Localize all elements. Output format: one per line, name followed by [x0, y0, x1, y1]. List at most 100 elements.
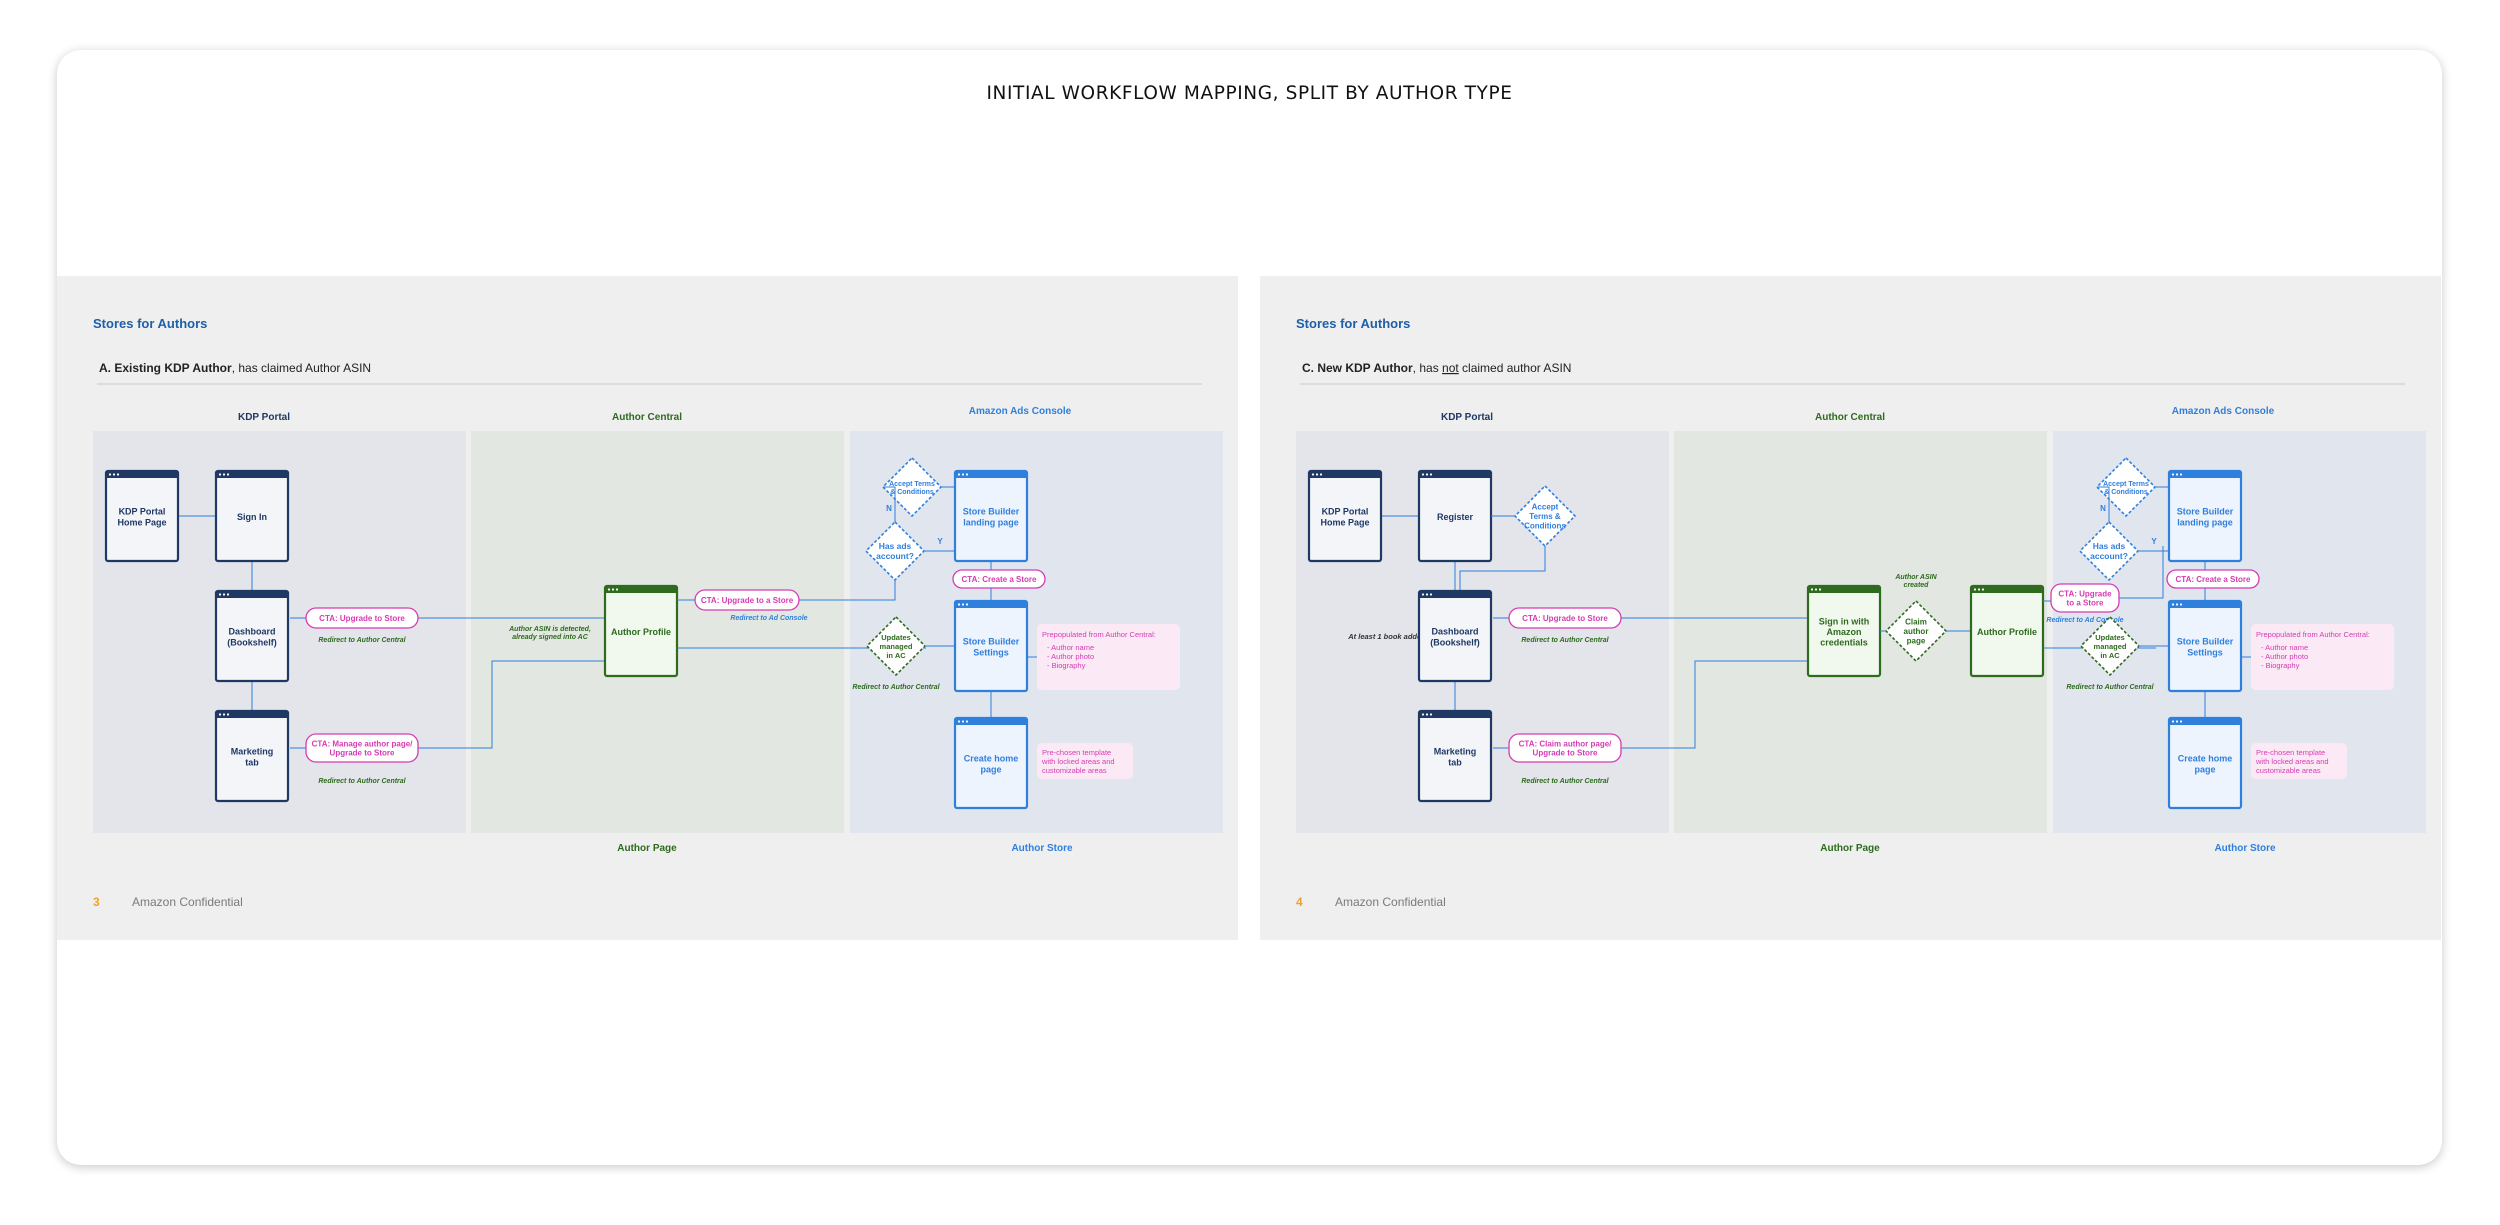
cta-manage-author-page: CTA: Claim author page/Upgrade to Store — [1508, 733, 1622, 763]
cta-manage-author-page-label: CTA: Claim author page/Upgrade to Store — [1519, 739, 1613, 757]
cta-create-a-store-label: CTA: Create a Store — [2176, 575, 2252, 584]
connector — [417, 660, 605, 749]
sign-in-screen-label: Sign In — [237, 512, 267, 522]
lane-ads-title: Amazon Ads Console — [969, 406, 1072, 417]
dashboard-screen-label: Dashboard(Bookshelf) — [1430, 627, 1480, 648]
workflow-diagram: Stores for Authors C. New KDP Author, has… — [1296, 316, 2426, 909]
callout-prepopulated-items: - Author name- Author photo- Biography — [1047, 643, 1094, 670]
note-redirect-ads: Redirect to Ad Console — [2046, 617, 2123, 624]
author-profile-screen: Author Profile — [1969, 584, 2045, 678]
cta-upgrade-to-a-store-label: CTA: Upgrade to a Store — [701, 596, 794, 605]
note-redirect-ac-1: Redirect to Author Central — [318, 637, 406, 644]
dashboard-screen-label: Dashboard(Bookshelf) — [227, 627, 277, 648]
note-book-added: At least 1 book added — [1347, 632, 1426, 641]
callout-prepopulated: Prepopulated from Author Central: - Autho… — [1037, 624, 1180, 690]
sign-in-screen: Sign In — [214, 469, 290, 563]
accept-terms-ads-decision: Accept Terms& Conditions — [881, 456, 943, 518]
cta-create-a-store: CTA: Create a Store — [2166, 569, 2260, 589]
connector — [2097, 486, 2110, 522]
connector — [1620, 660, 1808, 749]
accept-terms-ads-decision-label: Accept Terms& Conditions — [889, 481, 935, 496]
document-card: INITIAL WORKFLOW MAPPING, SPLIT BY AUTHO… — [57, 50, 2442, 1165]
page-title: INITIAL WORKFLOW MAPPING, SPLIT BY AUTHO… — [986, 83, 1513, 104]
cta-upgrade-to-store-label: CTA: Upgrade to Store — [319, 614, 405, 623]
cta-upgrade-to-store: CTA: Upgrade to Store — [305, 607, 419, 629]
slide-subtitle: C. New KDP Author, has not claimed autho… — [1302, 361, 1571, 375]
page-number: 4 — [1296, 895, 1303, 909]
accept-terms-ads-decision: Accept Terms& Conditions — [2095, 456, 2157, 518]
label-no: N — [2100, 504, 2106, 513]
callout-prepopulated-title: Prepopulated from Author Central: — [1042, 630, 1156, 639]
note-redirect-ads: Redirect to Ad Console — [730, 615, 807, 622]
slide-subtitle: A. Existing KDP Author, has claimed Auth… — [99, 361, 371, 375]
register-screen: Register — [1417, 469, 1493, 563]
note-asin-detected: Author ASIN is detected,already signed i… — [508, 626, 591, 641]
cta-manage-author-page-label: CTA: Manage author page/Upgrade to Store — [312, 739, 414, 757]
confidential-label: Amazon Confidential — [1335, 895, 1446, 909]
author-profile-screen-label: Author Profile — [611, 627, 671, 637]
note-redirect-ac-3: Redirect to Author Central — [852, 684, 940, 691]
lane-kdp-title: KDP Portal — [238, 412, 290, 423]
callout-prepopulated-items: - Author name- Author photo- Biography — [2261, 643, 2308, 670]
lane-ac-title: Author Central — [1815, 412, 1885, 423]
callout-prepopulated: Prepopulated from Author Central: - Autho… — [2251, 624, 2394, 690]
note-redirect-ac-1: Redirect to Author Central — [1521, 637, 1609, 644]
label-no: N — [886, 504, 892, 513]
lane-ac-title: Author Central — [612, 412, 682, 423]
label-yes: Y — [937, 537, 943, 546]
connector — [2119, 546, 2164, 599]
dashboard-screen: Dashboard(Bookshelf) — [1417, 589, 1493, 683]
label-author-store: Author Store — [1011, 843, 1073, 854]
label-author-store: Author Store — [2214, 843, 2276, 854]
note-redirect-ac-3: Redirect to Author Central — [2066, 684, 2154, 691]
slide-heading: Stores for Authors — [1296, 316, 1410, 331]
register-screen-label: Register — [1437, 512, 1474, 522]
author-profile-screen-label: Author Profile — [1977, 627, 2037, 637]
note-redirect-ac-2: Redirect to Author Central — [1521, 778, 1609, 785]
connector — [1459, 546, 1546, 591]
confidential-label: Amazon Confidential — [132, 895, 243, 909]
label-author-page: Author Page — [1820, 843, 1880, 854]
label-author-page: Author Page — [617, 843, 677, 854]
callout-prepopulated-title: Prepopulated from Author Central: — [2256, 630, 2370, 639]
page-number: 3 — [93, 895, 100, 909]
cta-manage-author-page: CTA: Manage author page/Upgrade to Store — [305, 733, 419, 763]
cta-upgrade-to-store-label: CTA: Upgrade to Store — [1522, 614, 1608, 623]
author-profile-screen: Author Profile — [603, 584, 679, 678]
lane-kdp-title: KDP Portal — [1441, 412, 1493, 423]
